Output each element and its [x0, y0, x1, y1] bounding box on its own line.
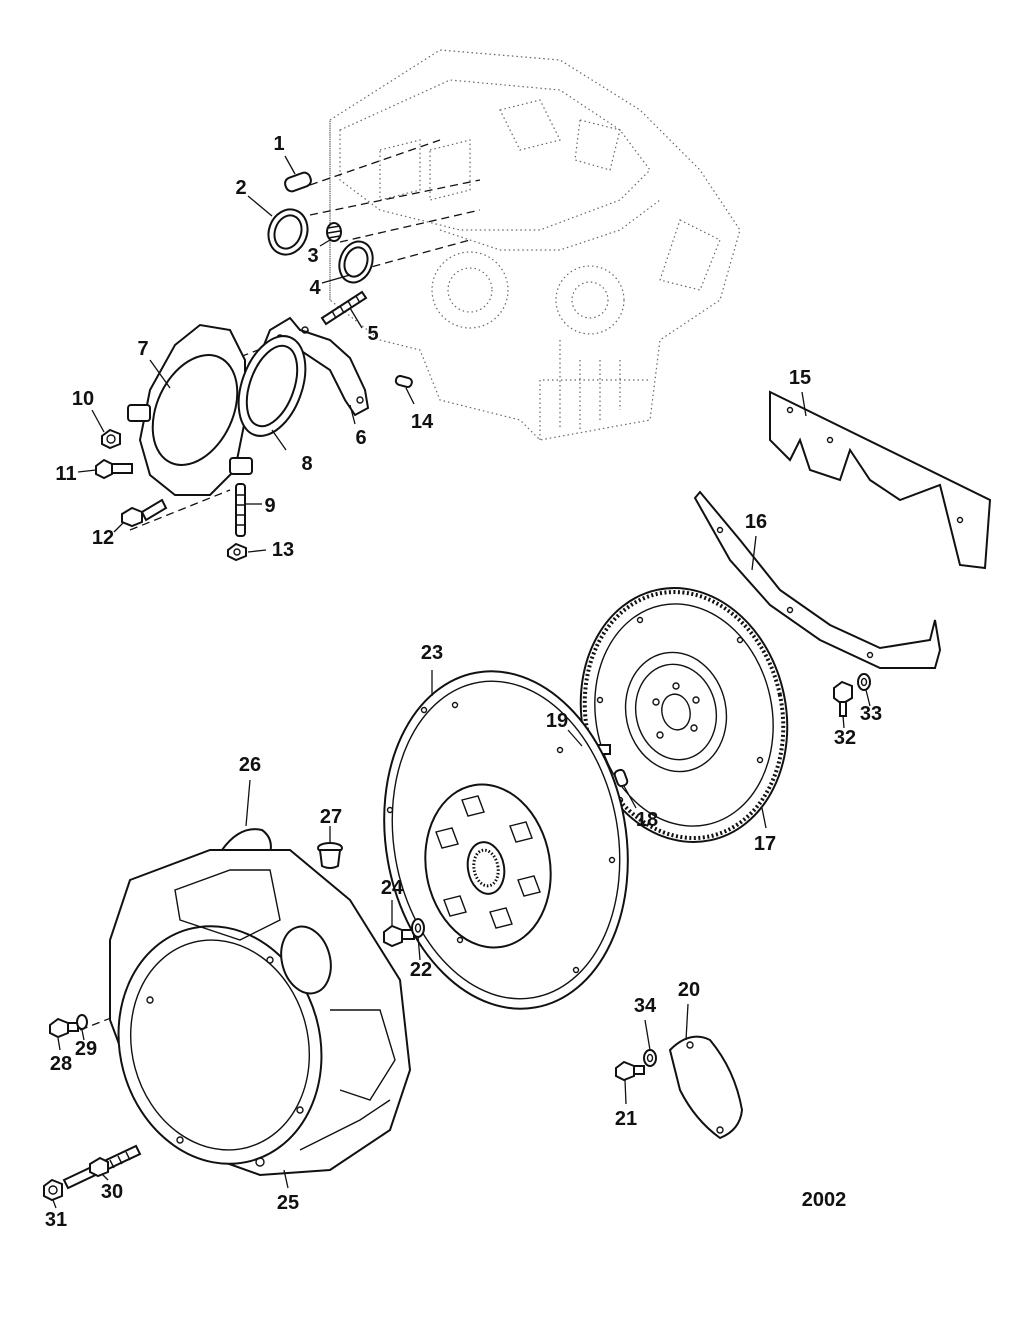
drawing-code: 2002 — [802, 1189, 847, 1211]
callout-9: 9 — [264, 495, 275, 517]
callout-34: 34 — [634, 995, 657, 1017]
callout-26: 26 — [239, 754, 261, 776]
part-8-rear-seal — [237, 335, 307, 437]
callout-1: 1 — [273, 133, 284, 155]
part-5-stud — [320, 290, 368, 326]
callout-15: 15 — [789, 367, 811, 389]
part-27-bushing — [317, 842, 343, 869]
callout-2: 2 — [235, 177, 246, 199]
callout-32: 32 — [834, 727, 856, 749]
part-15-flywheel-cover — [769, 390, 992, 570]
callout-25: 25 — [277, 1192, 299, 1214]
callout-11: 11 — [55, 463, 76, 485]
part-12-bolt — [121, 498, 168, 528]
part-11-bolt — [95, 458, 133, 480]
callout-17: 17 — [754, 833, 776, 855]
callout-23: 23 — [421, 642, 443, 664]
part-34-washer — [643, 1049, 657, 1067]
callout-10: 10 — [72, 388, 94, 410]
part-1-dowel-pin — [284, 171, 312, 193]
engine-block-outline — [329, 49, 741, 441]
part-22-washer — [411, 918, 425, 938]
part-30-long-bolt — [62, 1144, 142, 1190]
callout-18: 18 — [636, 809, 658, 831]
part-4-o-ring — [338, 240, 374, 284]
part-23-drive-plate — [383, 670, 629, 1010]
callout-21: 21 — [615, 1108, 637, 1130]
callout-20: 20 — [678, 979, 700, 1001]
callout-6: 6 — [355, 427, 366, 449]
callout-14: 14 — [411, 411, 434, 433]
part-3-spring — [326, 222, 342, 242]
callout-8: 8 — [301, 453, 312, 475]
part-29-washer — [76, 1014, 88, 1030]
part-33-washer — [857, 673, 871, 691]
callout-7: 7 — [137, 338, 148, 360]
part-7-seal-housing — [127, 323, 253, 496]
callout-12: 12 — [92, 527, 114, 549]
part-14-pin — [394, 374, 413, 389]
part-10-nut — [101, 428, 121, 450]
callout-19: 19 — [546, 710, 568, 732]
part-9-stud — [235, 483, 246, 537]
part-21-bolt — [615, 1060, 645, 1082]
part-32-bolt — [833, 680, 853, 717]
callout-28: 28 — [50, 1053, 72, 1075]
part-2-o-ring — [267, 208, 309, 256]
leader-lines — [52, 155, 871, 1209]
part-17-flywheel — [579, 587, 789, 843]
part-24-bolt — [383, 924, 415, 948]
callout-29: 29 — [75, 1038, 97, 1060]
callout-31: 31 — [45, 1209, 67, 1231]
callout-13: 13 — [272, 539, 294, 561]
part-13-nut — [227, 542, 247, 562]
callout-33: 33 — [860, 703, 882, 725]
callout-5: 5 — [367, 323, 378, 345]
callout-24: 24 — [381, 877, 404, 899]
part-28-bolt — [49, 1017, 79, 1039]
part-31-nut — [43, 1178, 63, 1202]
callout-3: 3 — [307, 245, 318, 267]
callout-27: 27 — [320, 806, 342, 828]
callout-16: 16 — [745, 511, 767, 533]
part-20-cover-plate — [668, 1035, 744, 1140]
part-25-bell-housing — [109, 849, 412, 1177]
callout-30: 30 — [101, 1181, 123, 1203]
callout-4: 4 — [309, 277, 321, 299]
part-18-pin — [613, 768, 629, 788]
callout-22: 22 — [410, 959, 432, 981]
callout-labels: 1 2 3 4 5 6 7 8 9 10 11 12 13 14 15 16 1… — [45, 133, 882, 1231]
